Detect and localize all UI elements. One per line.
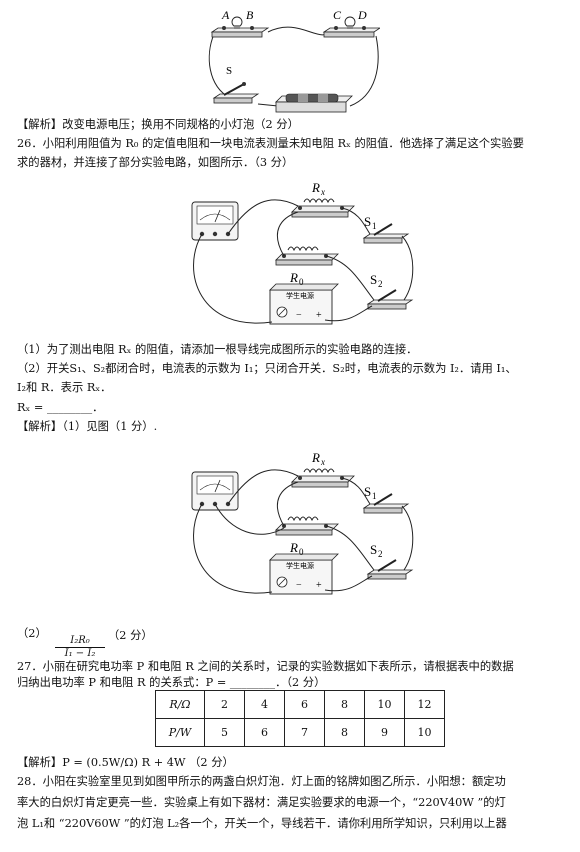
label-r0: R [289, 270, 298, 285]
q26-part2-line1: （2）开关S₁、S₂都闭合时，电流表的示数为 I₁；只闭合开关．S₂时，电流表的… [17, 362, 517, 375]
label-r0-sub: 0 [299, 547, 304, 557]
q26-analysis2-fraction: I₂R₀ I₁ − I₂ [55, 635, 105, 659]
q26-line1: 26．小阳利用阻值为 R₀ 的定值电阻和一块电流表测量未知电阻 Rₓ 的阻值．他… [17, 137, 524, 150]
label-c: C [333, 8, 342, 22]
label-s: S [226, 65, 232, 77]
table-cell: 2 [204, 690, 245, 719]
label-s1-sub: 1 [372, 221, 377, 231]
label-s2: S [370, 542, 377, 557]
table-cell: 4 [244, 690, 285, 719]
label-s1: S [364, 484, 371, 499]
q27-line1: 27．小丽在研究电功率 P 和电阻 R 之间的关系时，记录的实验数据如下表所示，… [17, 660, 514, 673]
q26-analysis2-suffix: （2 分） [108, 629, 153, 642]
label-rx-sub: x [320, 187, 325, 197]
table-header-p: P/W [155, 718, 205, 747]
table-cell: 6 [244, 718, 285, 747]
label-r0: R [289, 540, 298, 555]
q26-analysis1: 【解析】（1）见图（1 分）. [17, 420, 158, 433]
label-r0-sub: 0 [299, 277, 304, 287]
analysis-24: 【解析】改变电源电压；换用不同规格的小灯泡（2 分） [17, 118, 299, 131]
table-cell: 12 [404, 690, 445, 719]
q28-line3: 泡 L₁和 “220V60W ”的灯泡 L₂各一个，开关一个，导线若干．请你利用… [17, 817, 507, 830]
label-rx: R [311, 180, 320, 195]
data-table: R/Ω 2 4 6 8 10 12 P/W 5 6 7 8 9 10 [155, 690, 445, 747]
table-cell: 6 [284, 690, 325, 719]
figure-series-circuit: A B C D S [208, 8, 380, 113]
q26-part2-line2: I₂和 R．表示 Rₓ． [17, 381, 112, 394]
q26-analysis2-prefix: （2） [17, 627, 47, 640]
q28-line1: 28．小阳在实验室里见到如图甲所示的两盏白炽灯泡．灯上面的铭牌如图乙所示．小阳想… [17, 775, 506, 788]
table-cell: 8 [324, 718, 365, 747]
table-cell: 7 [284, 718, 325, 747]
label-s2: S [370, 272, 377, 287]
label-s2-sub: 2 [378, 549, 383, 559]
label-d: D [357, 8, 367, 22]
table-header-r: R/Ω [155, 690, 205, 719]
label-minus: − [296, 310, 302, 321]
q26-part1: （1）为了测出电阻 Rₓ 的阻值，请添加一根导线完成图所示的实验电路的连接． [17, 343, 418, 356]
q28-line2: 率大的白炽灯肯定更亮一些．实验桌上有如下器材：满足实验要求的电源一个，“220V… [17, 796, 506, 809]
fraction-denominator: I₁ − I₂ [64, 648, 96, 659]
table-cell: 8 [324, 690, 365, 719]
figure-circuit-26: R x R 0 S 1 S 2 学生电源 − + [191, 180, 414, 325]
label-s1: S [364, 214, 371, 229]
table-cell: 10 [404, 718, 445, 747]
q27-line2: 归纳出电功率 P 和电阻 R 的关系式：P = ________．（2 分） [17, 676, 326, 689]
q26-line2: 求的器材，并连接了部分实验电路，如图所示．（3 分） [17, 156, 294, 169]
fraction-numerator: I₂R₀ [55, 635, 105, 648]
table-row: P/W 5 6 7 8 9 10 [155, 718, 445, 747]
label-plus: + [316, 310, 322, 321]
label-minus: − [296, 580, 302, 591]
table-cell: 9 [364, 718, 405, 747]
label-power: 学生电源 [286, 561, 314, 570]
q26-answer-blank: Rₓ = ________． [17, 401, 104, 414]
label-rx: R [311, 450, 320, 465]
label-a: A [221, 8, 230, 22]
label-plus: + [316, 580, 322, 591]
table-cell: 5 [204, 718, 245, 747]
label-s2-sub: 2 [378, 279, 383, 289]
table-cell: 10 [364, 690, 405, 719]
label-b: B [246, 8, 254, 22]
table-row: R/Ω 2 4 6 8 10 12 [155, 690, 445, 719]
label-rx-sub: x [320, 457, 325, 467]
q27-analysis: 【解析】P = (0.5W/Ω) R + 4W （2 分） [17, 756, 234, 769]
label-s1-sub: 1 [372, 491, 377, 501]
label-power: 学生电源 [286, 291, 314, 300]
figure-circuit-26-answer: R x R 0 S 1 S 2 学生电源 − + [191, 450, 414, 595]
